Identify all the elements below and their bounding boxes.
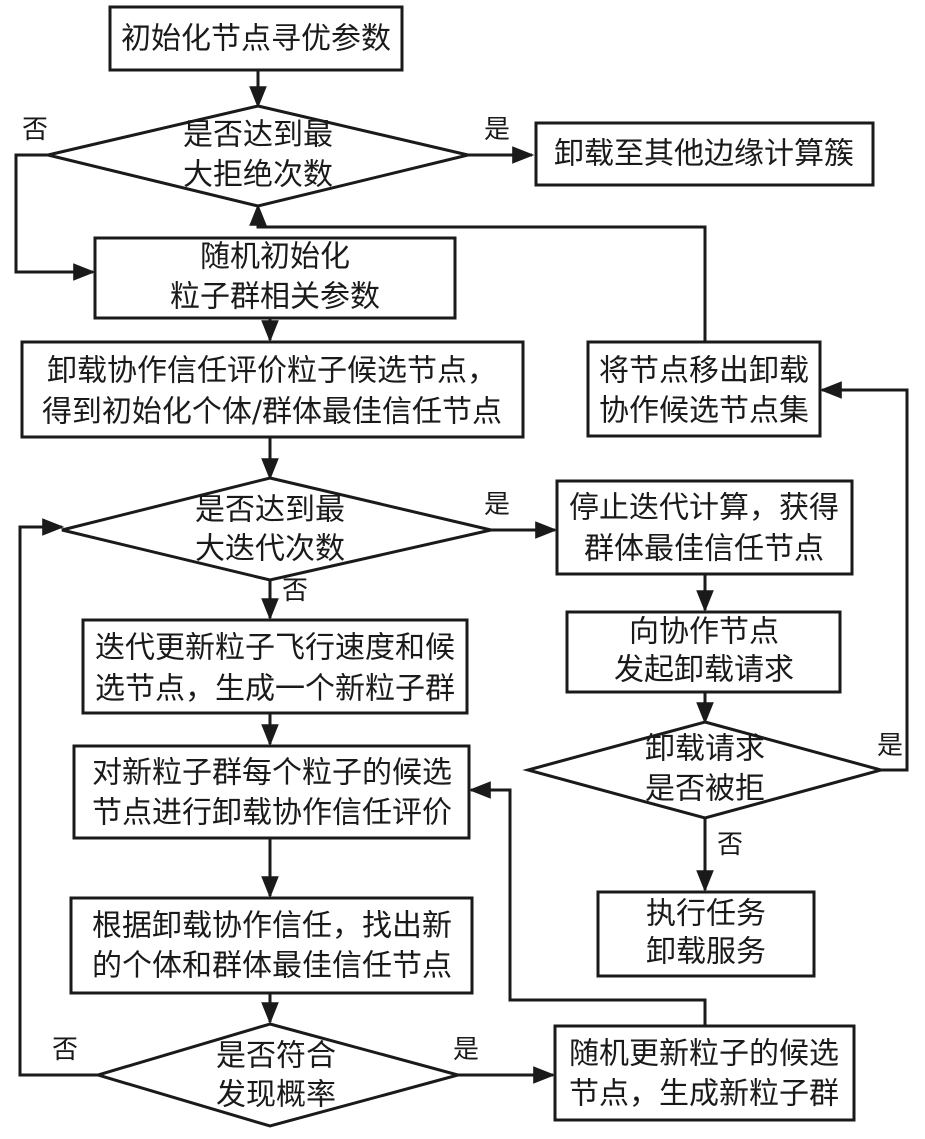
node-random-init: 随机初始化 粒子群相关参数 xyxy=(93,236,457,320)
label-no-max-reject: 否 xyxy=(22,115,48,145)
node-find-best-line2: 的个体和群体最佳信任节点 xyxy=(92,949,452,984)
label-no-max-iter: 否 xyxy=(282,576,308,606)
node-random-update: 随机更新粒子的候选 节点，生成新粒子群 xyxy=(553,1024,856,1122)
decision-discovery-prob: 是否符合 发现概率 xyxy=(92,1022,464,1128)
node-remove-node-line1: 将节点移出卸载 xyxy=(599,354,809,389)
edge-remove-to-maxreject xyxy=(249,203,707,342)
decision-max-reject-line1: 是否达到最 xyxy=(183,118,333,153)
node-evaluate-init-line1: 卸载协作信任评价粒子候选节点， xyxy=(47,354,497,389)
decision-max-iter: 是否达到最 大迭代次数 xyxy=(61,476,492,582)
label-yes-max-reject: 是 xyxy=(484,115,510,145)
decision-max-iter-line1: 是否达到最 xyxy=(195,493,345,528)
node-offload-other: 卸载至其他边缘计算簇 xyxy=(534,121,875,187)
label-no-request-rejected: 否 xyxy=(717,830,743,860)
node-update-particles-line1: 迭代更新粒子飞行速度和候 xyxy=(95,631,455,666)
node-stop-iter-line2: 群体最佳信任节点 xyxy=(584,532,824,567)
node-execute-task-line2: 卸载服务 xyxy=(646,935,766,970)
decision-discovery-prob-line2: 发现概率 xyxy=(216,1078,336,1113)
decision-max-reject: 是否达到最 大拒绝次数 xyxy=(47,104,469,208)
edges xyxy=(14,70,909,1084)
node-send-request-line1: 向协作节点 xyxy=(629,615,779,650)
node-evaluate-new: 对新粒子群每个粒子的候选 节点进行卸载协作信任评价 xyxy=(72,744,471,840)
node-send-request: 向协作节点 发起卸载请求 xyxy=(565,610,842,694)
node-random-init-line2: 粒子群相关参数 xyxy=(170,280,380,315)
edge-rejected-yes-to-remove xyxy=(819,381,909,772)
decision-max-iter-line2: 大迭代次数 xyxy=(195,532,345,567)
node-remove-node: 将节点移出卸载 协作候选节点集 xyxy=(586,340,822,438)
node-evaluate-init-line2: 得到初始化个体/群体最佳信任节点 xyxy=(42,395,502,430)
edge-discovery-no-loop-to-maxiter xyxy=(18,518,98,1077)
node-random-init-line1: 随机初始化 xyxy=(200,240,350,275)
edge-labels: 否 是 是 否 是 否 否 是 xyxy=(22,115,903,1065)
label-yes-max-iter: 是 xyxy=(484,490,510,520)
label-yes-discovery: 是 xyxy=(453,1035,479,1065)
node-send-request-line2: 发起卸载请求 xyxy=(614,653,794,688)
node-find-best-line1: 根据卸载协作信任，找出新 xyxy=(92,909,452,944)
decision-discovery-prob-line1: 是否符合 xyxy=(216,1039,336,1074)
node-execute-task: 执行任务 卸载服务 xyxy=(596,890,816,978)
decision-request-rejected: 卸载请求 是否被拒 xyxy=(522,720,887,820)
edge-maxreject-no-to-randominit xyxy=(14,153,96,281)
label-no-discovery: 否 xyxy=(52,1035,78,1065)
node-init-params: 初始化节点寻优参数 xyxy=(108,5,404,72)
node-update-particles-line2: 选节点，生成一个新粒子群 xyxy=(95,672,455,707)
node-evaluate-new-line1: 对新粒子群每个粒子的候选 xyxy=(92,756,452,791)
node-init-params-line1: 初始化节点寻优参数 xyxy=(121,22,391,57)
decision-request-rejected-line2: 是否被拒 xyxy=(645,772,765,807)
node-remove-node-line2: 协作候选节点集 xyxy=(599,394,809,429)
node-update-particles: 迭代更新粒子飞行速度和候 选节点，生成一个新粒子群 xyxy=(81,618,469,715)
node-find-best: 根据卸载协作信任，找出新 的个体和群体最佳信任节点 xyxy=(69,896,474,995)
node-random-update-line2: 节点，生成新粒子群 xyxy=(569,1077,839,1112)
decision-request-rejected-line1: 卸载请求 xyxy=(645,732,765,767)
node-stop-iter-line1: 停止迭代计算，获得 xyxy=(569,491,839,526)
node-execute-task-line1: 执行任务 xyxy=(646,897,766,932)
node-evaluate-init: 卸载协作信任评价粒子候选节点， 得到初始化个体/群体最佳信任节点 xyxy=(20,340,525,439)
decision-max-reject-line2: 大拒绝次数 xyxy=(183,158,333,193)
node-stop-iter: 停止迭代计算，获得 群体最佳信任节点 xyxy=(555,479,854,576)
label-yes-request-rejected: 是 xyxy=(877,731,903,761)
node-offload-other-line1: 卸载至其他边缘计算簇 xyxy=(554,137,854,172)
node-random-update-line1: 随机更新粒子的候选 xyxy=(569,1037,839,1072)
node-evaluate-new-line2: 节点进行卸载协作信任评价 xyxy=(92,796,452,831)
edge-randomupdate-to-evaluatenew xyxy=(468,781,707,1026)
